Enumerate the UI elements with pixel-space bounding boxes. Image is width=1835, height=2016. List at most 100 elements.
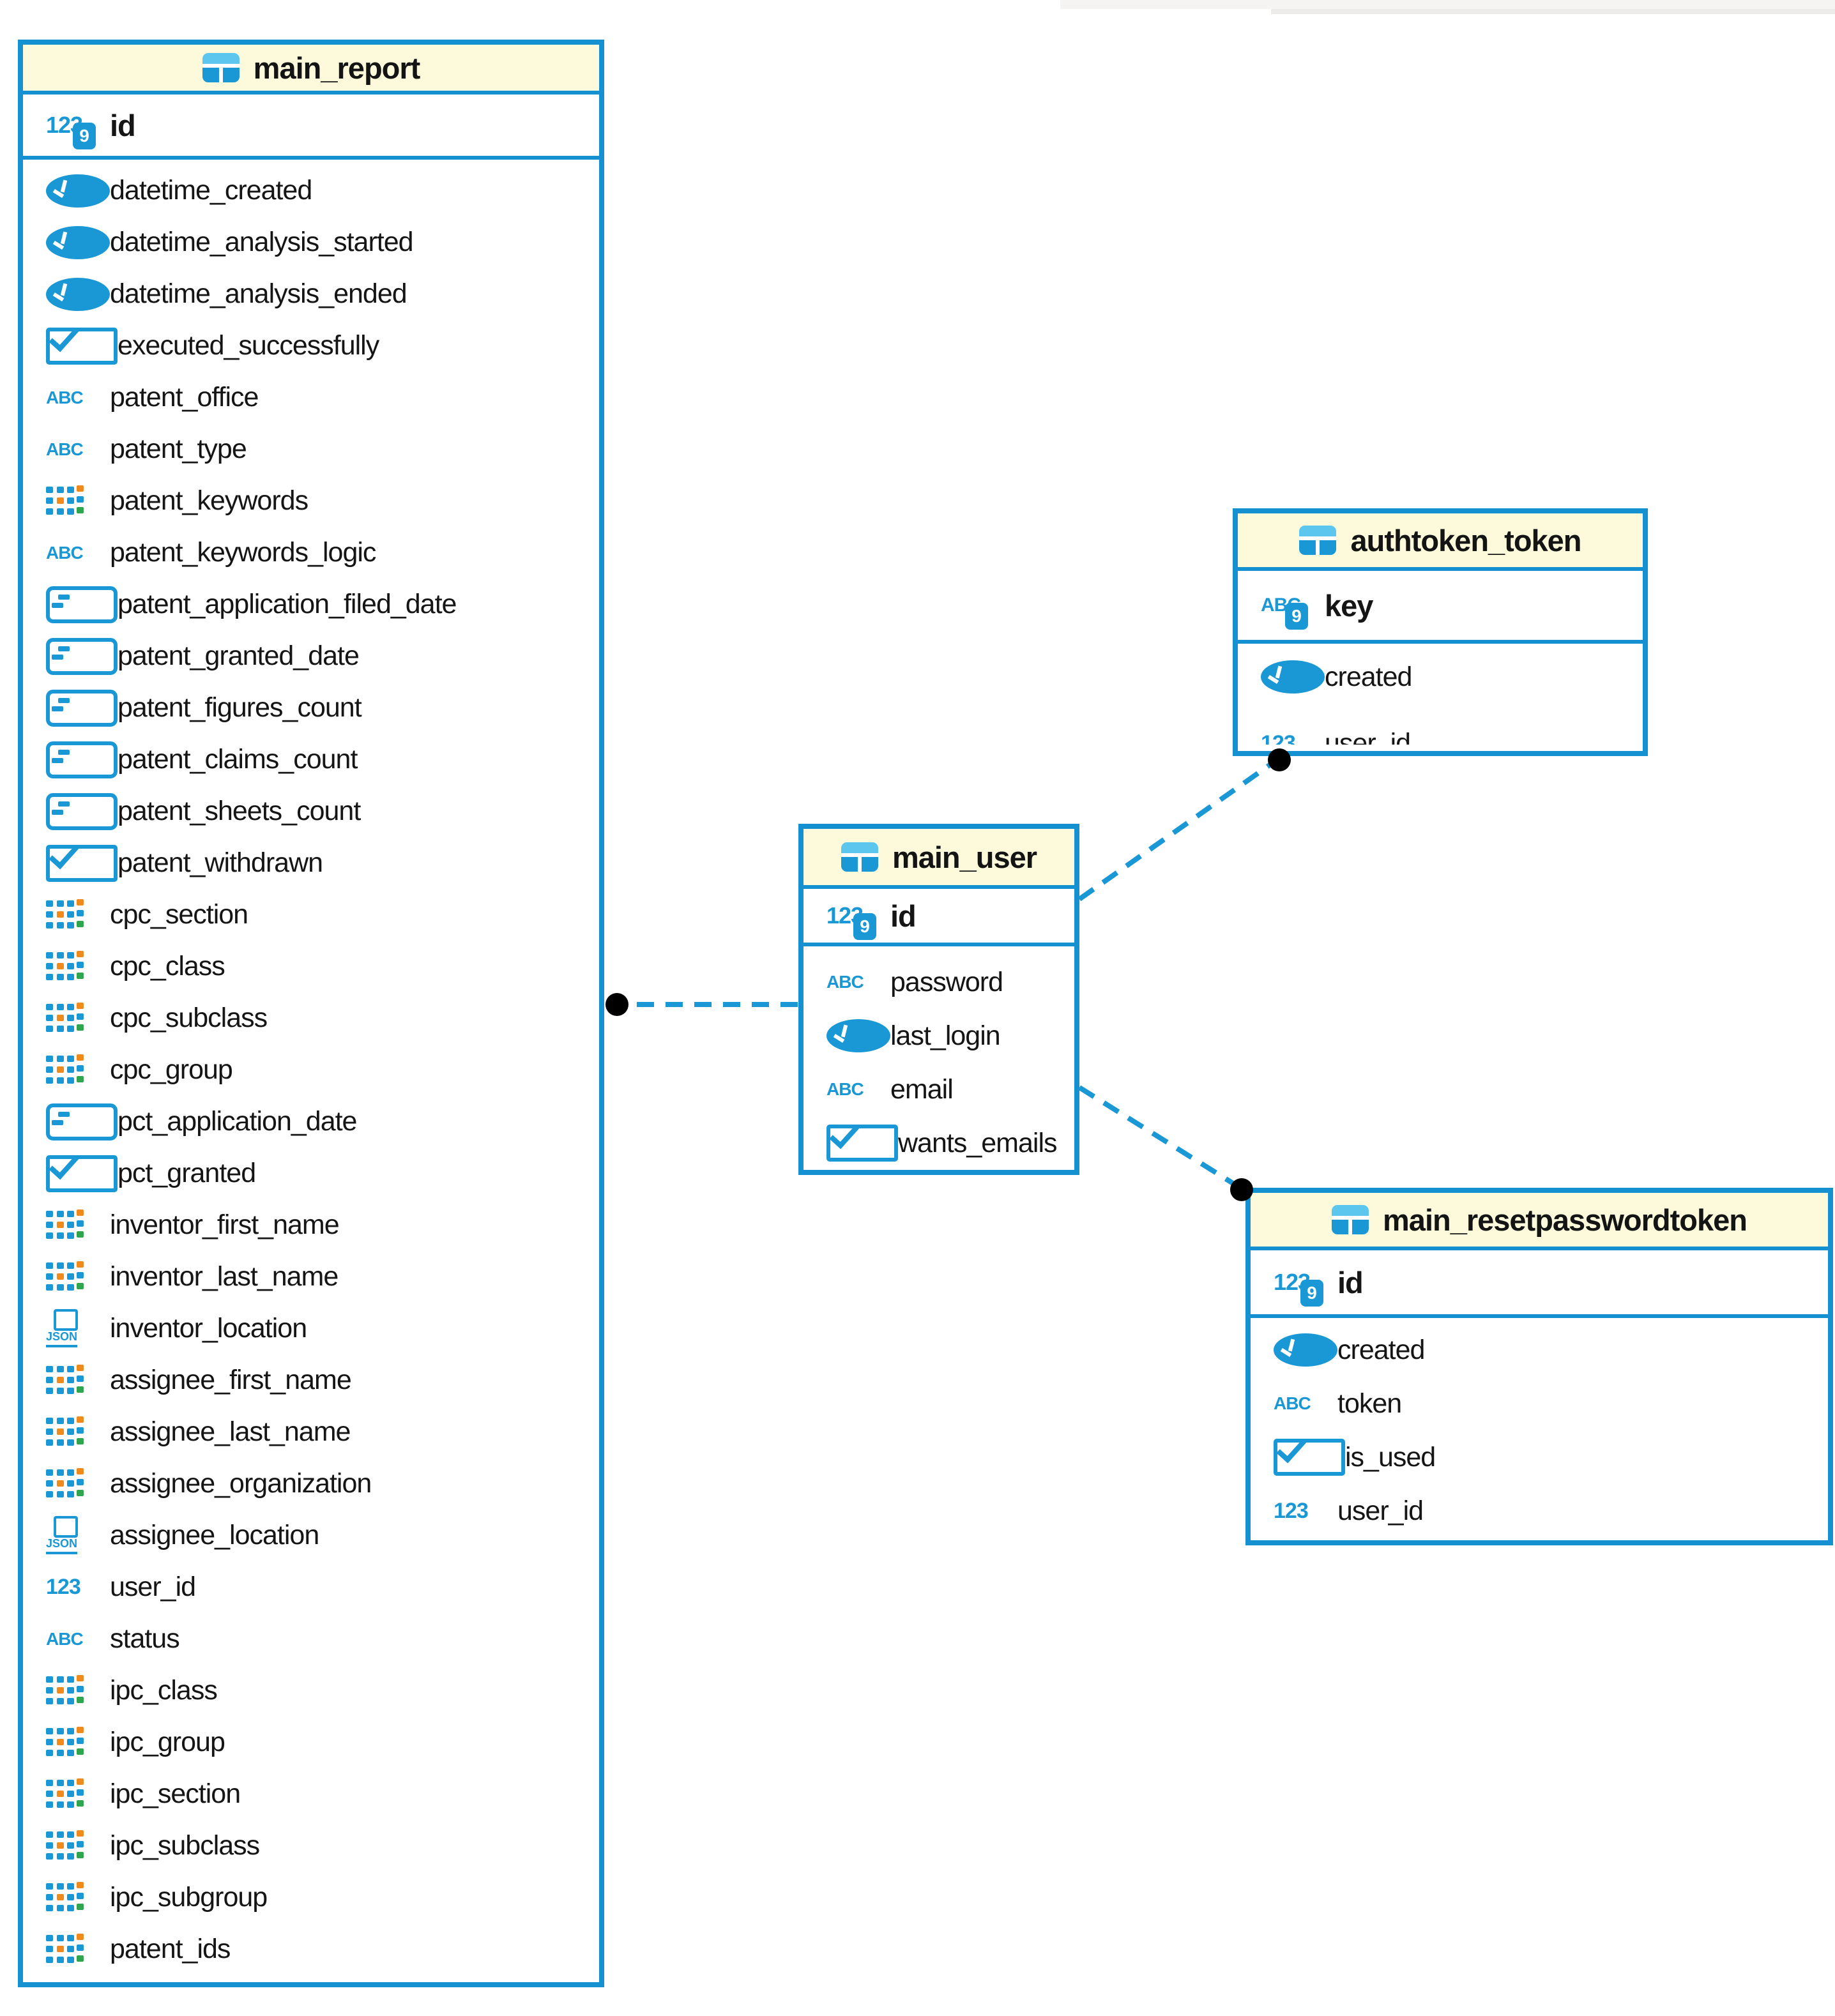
table-row[interactable]: user_id xyxy=(23,1561,599,1613)
table-icon xyxy=(202,53,240,82)
table-row[interactable]: patent_ids xyxy=(23,1923,599,1975)
table-row[interactable]: inventor_first_name xyxy=(23,1199,599,1251)
table-header[interactable]: main_resetpasswordtoken xyxy=(1251,1193,1828,1250)
table-row[interactable]: assignee_location xyxy=(23,1510,599,1561)
field-label: id xyxy=(110,108,136,142)
table-authtoken_token[interactable]: authtoken_token key created user_id xyxy=(1233,508,1648,756)
page-edge-artifact xyxy=(1060,0,1835,9)
array-icon xyxy=(46,1210,110,1240)
table-row[interactable]: inventor_location xyxy=(23,1303,599,1354)
field-label: patent_keywords_logic xyxy=(110,537,376,568)
table-row[interactable]: executed_successfully xyxy=(23,320,599,372)
field-label: user_id xyxy=(1337,1495,1424,1526)
table-row[interactable]: pct_granted xyxy=(23,1148,599,1199)
table-row[interactable]: pct_application_date xyxy=(23,1096,599,1148)
table-row[interactable]: wants_emails xyxy=(803,1116,1074,1170)
table-row[interactable]: ipc_subclass xyxy=(23,1820,599,1872)
table-row[interactable]: patent_withdrawn xyxy=(23,837,599,889)
json-icon xyxy=(46,1515,110,1556)
field-label: patent_withdrawn xyxy=(118,847,323,878)
table-row[interactable]: patent_type xyxy=(23,423,599,475)
table-row[interactable]: cpc_group xyxy=(23,1044,599,1096)
object-icon xyxy=(46,1103,118,1141)
table-row[interactable]: status xyxy=(23,1613,599,1665)
object-icon xyxy=(46,586,118,623)
table-row[interactable]: key xyxy=(1238,571,1643,640)
text-key-icon xyxy=(1261,571,1325,640)
field-label: is_used xyxy=(1345,1441,1436,1473)
table-row[interactable]: ipc_section xyxy=(23,1768,599,1820)
field-label: id xyxy=(1337,1265,1364,1300)
table-main_resetpasswordtoken[interactable]: main_resetpasswordtoken id created token… xyxy=(1245,1188,1833,1545)
boolean-icon xyxy=(46,1155,118,1192)
array-icon xyxy=(46,1934,110,1964)
table-row[interactable]: patent_office xyxy=(23,372,599,423)
table-header[interactable]: authtoken_token xyxy=(1238,513,1643,571)
primary-key-section: id xyxy=(23,95,599,160)
boolean-icon xyxy=(46,844,118,882)
table-row[interactable]: is_used xyxy=(1251,1430,1828,1484)
primary-key-section: id xyxy=(1251,1250,1828,1318)
table-header[interactable]: main_user xyxy=(803,829,1074,889)
table-row[interactable]: datetime_analysis_started xyxy=(23,216,599,268)
fields-section: created token is_used user_id xyxy=(1251,1318,1828,1538)
field-label: key xyxy=(1325,588,1373,623)
table-row[interactable]: datetime_analysis_ended xyxy=(23,268,599,320)
table-title: main_resetpasswordtoken xyxy=(1383,1202,1747,1237)
table-row[interactable]: ipc_subgroup xyxy=(23,1872,599,1923)
table-row[interactable]: patent_sheets_count xyxy=(23,785,599,837)
table-main_report[interactable]: main_report id datetime_created datetime… xyxy=(18,40,604,1987)
table-row[interactable]: ipc_group xyxy=(23,1717,599,1768)
field-label: datetime_analysis_started xyxy=(110,227,414,257)
table-row[interactable]: created xyxy=(1238,644,1643,710)
array-icon xyxy=(46,1469,110,1499)
table-row[interactable]: id xyxy=(1251,1250,1828,1314)
fields-section: password last_login email wants_emails xyxy=(803,946,1074,1170)
number-key-icon xyxy=(826,889,890,943)
table-title: authtoken_token xyxy=(1350,523,1581,557)
table-row[interactable]: user_id xyxy=(1238,710,1643,745)
table-row[interactable]: email xyxy=(803,1063,1074,1116)
table-row[interactable]: inventor_last_name xyxy=(23,1251,599,1303)
field-label: id xyxy=(890,898,917,933)
table-row[interactable]: patent_figures_count xyxy=(23,682,599,734)
table-row[interactable]: cpc_section xyxy=(23,889,599,941)
fields-section: datetime_created datetime_analysis_start… xyxy=(23,160,599,1975)
table-row[interactable]: assignee_first_name xyxy=(23,1354,599,1406)
field-label: assignee_organization xyxy=(110,1468,372,1499)
table-row[interactable]: ipc_class xyxy=(23,1665,599,1717)
field-label: patent_office xyxy=(110,382,259,413)
table-row[interactable]: id xyxy=(803,889,1074,943)
table-row[interactable]: assignee_organization xyxy=(23,1458,599,1510)
table-row[interactable]: user_id xyxy=(1251,1484,1828,1538)
table-row[interactable]: cpc_subclass xyxy=(23,992,599,1044)
table-row[interactable]: patent_claims_count xyxy=(23,734,599,785)
table-row[interactable]: password xyxy=(803,955,1074,1009)
json-icon xyxy=(46,1308,110,1349)
datetime-icon xyxy=(46,277,110,311)
table-icon xyxy=(841,842,878,872)
text-icon xyxy=(46,1613,110,1665)
table-main_user[interactable]: main_user id password last_login email xyxy=(798,824,1079,1175)
field-label: cpc_subclass xyxy=(110,1003,268,1033)
table-row[interactable]: cpc_class xyxy=(23,941,599,992)
table-row[interactable]: id xyxy=(23,95,599,156)
table-row[interactable]: patent_granted_date xyxy=(23,630,599,682)
table-title: main_report xyxy=(253,50,421,85)
field-label: cpc_section xyxy=(110,899,248,930)
table-header[interactable]: main_report xyxy=(23,45,599,95)
boolean-icon xyxy=(46,327,118,365)
table-row[interactable]: last_login xyxy=(803,1009,1074,1063)
table-row[interactable]: created xyxy=(1251,1323,1828,1377)
boolean-icon xyxy=(1274,1439,1345,1476)
field-label: patent_granted_date xyxy=(118,640,360,671)
table-row[interactable]: patent_keywords_logic xyxy=(23,527,599,579)
table-row[interactable]: token xyxy=(1251,1377,1828,1430)
field-label: patent_type xyxy=(110,434,247,464)
table-row[interactable]: assignee_last_name xyxy=(23,1406,599,1458)
table-row[interactable]: datetime_created xyxy=(23,165,599,216)
object-icon xyxy=(46,792,118,830)
number-key-icon xyxy=(1274,1250,1337,1314)
table-row[interactable]: patent_keywords xyxy=(23,475,599,527)
table-row[interactable]: patent_application_filed_date xyxy=(23,579,599,630)
